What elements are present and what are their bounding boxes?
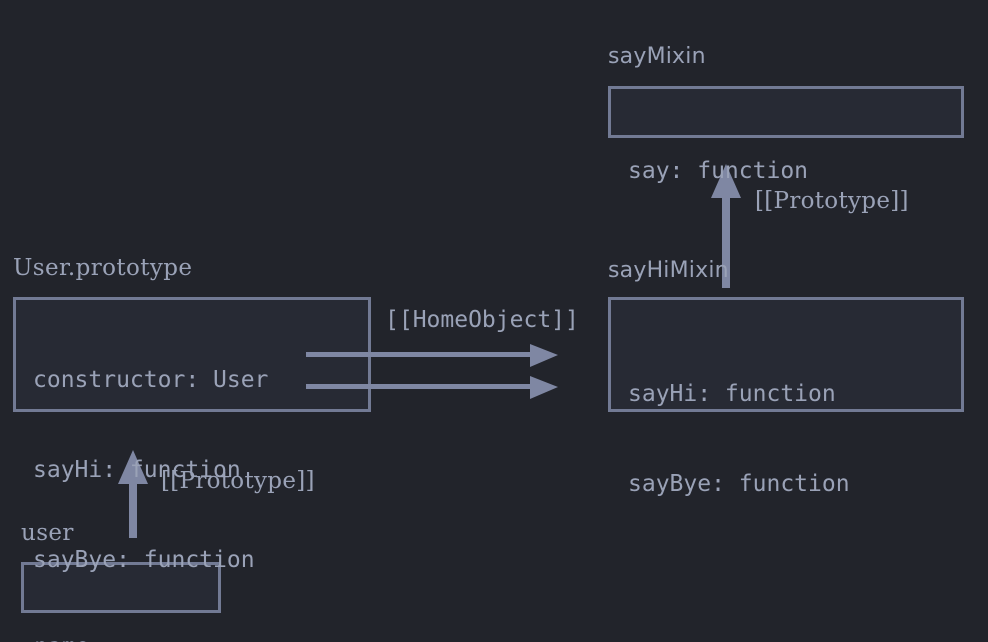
object-rows-user-prototype: constructor: User sayHi: function sayBye… bbox=[33, 305, 363, 635]
object-title-saymixin: sayMixin bbox=[608, 44, 706, 69]
object-title-sayhimixin: sayHiMixin bbox=[608, 258, 729, 283]
object-rows-sayhimixin: sayHi: function sayBye: function bbox=[628, 319, 958, 559]
arrow-homeobject-saybye bbox=[306, 376, 558, 399]
object-title-user-prototype: User.prototype bbox=[13, 255, 193, 281]
object-rows-saymixin: say: function bbox=[628, 96, 958, 246]
edge-label-homeobject: [[HomeObject]] bbox=[385, 307, 579, 333]
object-row: name: ... bbox=[34, 632, 214, 642]
object-row: say: function bbox=[628, 158, 809, 184]
object-box-saymixin bbox=[608, 86, 964, 138]
object-title-user: user bbox=[21, 520, 74, 546]
object-box-user bbox=[21, 562, 221, 613]
object-row: sayHi: function bbox=[628, 381, 836, 407]
edge-label-prototype-user: [[Prototype]] bbox=[161, 468, 315, 494]
edge-label-prototype-saymixin: [[Prototype]] bbox=[755, 188, 909, 214]
arrow-prototype-user-to-userprototype bbox=[118, 450, 148, 538]
object-row: sayBye: function bbox=[628, 471, 850, 497]
object-rows-user: name: ... bbox=[34, 572, 214, 642]
object-row: sayHi: function bbox=[33, 457, 241, 483]
arrow-prototype-sayhimixin-to-saymixin bbox=[711, 164, 741, 288]
object-box-sayhimixin bbox=[608, 297, 964, 412]
object-row: sayBye: function bbox=[33, 547, 255, 573]
arrow-homeobject-sayhi bbox=[306, 344, 558, 367]
object-row: constructor: User bbox=[33, 367, 269, 393]
